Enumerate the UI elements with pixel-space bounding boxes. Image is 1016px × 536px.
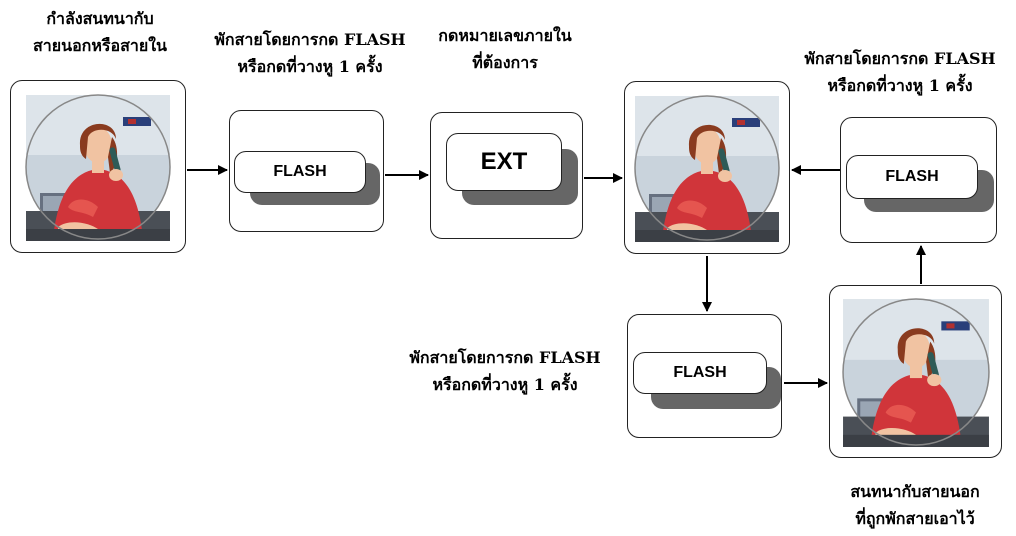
key-box-ext: EXT (430, 112, 583, 239)
ext-key: EXT (446, 133, 562, 191)
caption-start: กำลังสนทนากับสายนอกหรือสายใน (33, 9, 167, 55)
flash-key: FLASH (846, 155, 978, 199)
woman-on-phone-image (841, 297, 990, 447)
key-box-flash-2: FLASH (840, 117, 997, 243)
photo-box-held-call (829, 285, 1002, 458)
flash-key: FLASH (234, 151, 366, 193)
key-box-flash-1: FLASH (229, 110, 384, 232)
photo-box-ext-call (624, 81, 790, 254)
caption-held-call: สนทนากับสายนอกที่ถูกพักสายเอาไว้ (850, 482, 980, 528)
photo-box-start (10, 80, 186, 253)
woman-on-phone-image (25, 93, 171, 241)
key-box-flash-3: FLASH (627, 314, 782, 438)
woman-on-phone-image (634, 94, 780, 242)
flash-key: FLASH (633, 352, 767, 394)
caption-dial-ext: กดหมายเลขภายในที่ต้องการ (438, 26, 572, 72)
